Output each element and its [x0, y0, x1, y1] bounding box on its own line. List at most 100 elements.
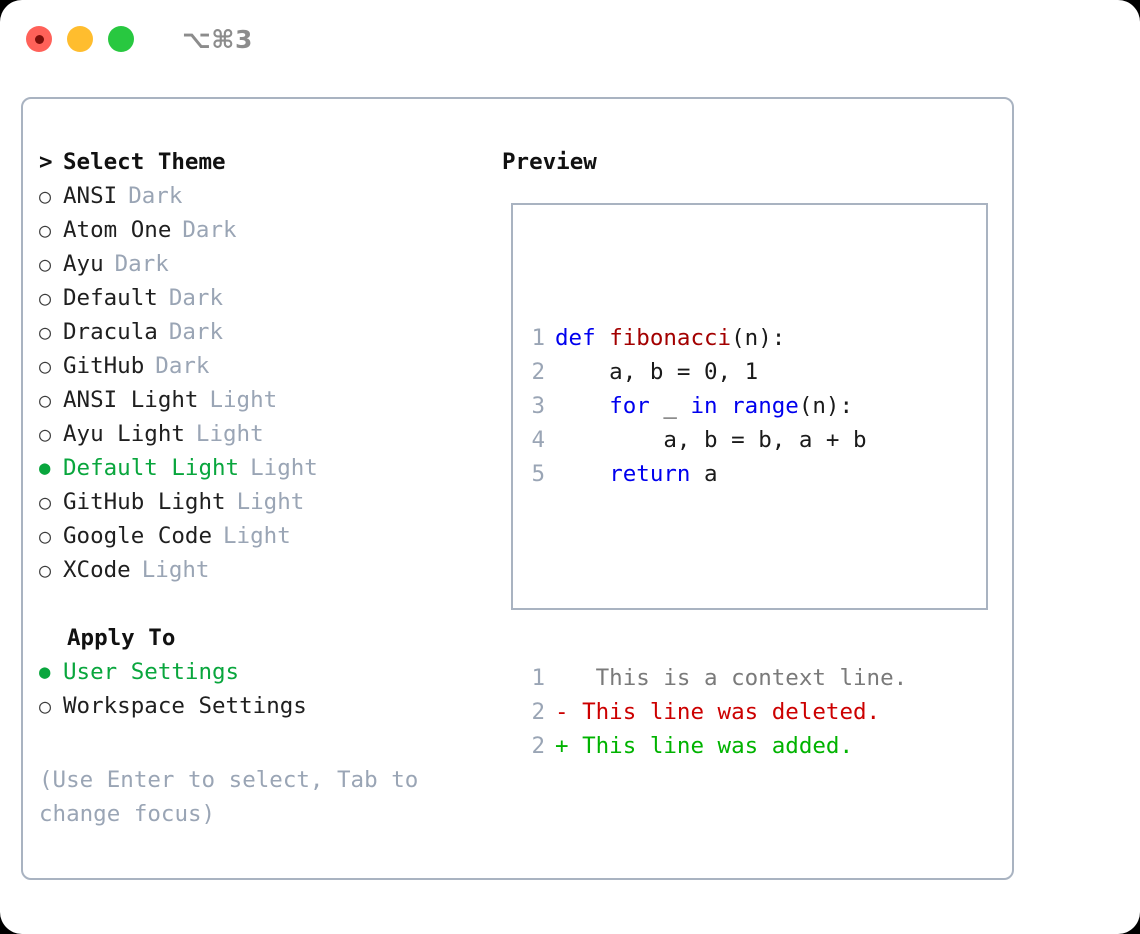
- code-token-kw: in: [690, 393, 718, 419]
- apply-to-header-label: Apply To: [67, 625, 176, 651]
- radio-unselected-icon: ○: [39, 524, 52, 548]
- maximize-button[interactable]: [108, 26, 134, 52]
- code-token-plain: a: [690, 461, 718, 487]
- theme-list-item[interactable]: ● Default Light Light: [39, 451, 489, 485]
- diff-line: 1 This is a context line.: [521, 661, 994, 695]
- apply-to-label: User Settings: [63, 659, 240, 685]
- theme-variant-tag: Light: [236, 489, 305, 515]
- theme-name-label: GitHub Light: [63, 489, 226, 515]
- apply-to-header: Apply To: [39, 621, 489, 655]
- code-token-plain: [555, 393, 609, 419]
- line-number: 1: [531, 325, 545, 351]
- preview-section: Preview: [502, 145, 992, 179]
- theme-name-label: ANSI Light: [63, 387, 199, 413]
- diff-line: 2- This line was deleted.: [521, 695, 994, 729]
- caret-icon: >: [39, 149, 53, 175]
- radio-selected-icon: ●: [39, 457, 51, 479]
- traffic-lights: [26, 26, 134, 52]
- diff-line: 2 + This line was added.: [521, 729, 994, 763]
- radio-unselected-icon: ○: [39, 388, 52, 412]
- theme-picker-header-label: Select Theme: [63, 149, 226, 175]
- theme-variant-tag: Dark: [168, 319, 224, 345]
- theme-variant-tag: Light: [141, 557, 210, 583]
- diff-text: This is a context line.: [568, 665, 908, 691]
- line-number: 5: [531, 461, 545, 487]
- apply-to-item[interactable]: ○ Workspace Settings: [39, 689, 489, 723]
- diff-marker: -: [555, 699, 569, 725]
- theme-name-label: ANSI: [63, 183, 118, 209]
- apply-to-list: ●User Settings ○ Workspace Settings: [39, 655, 489, 723]
- radio-unselected-icon: ○: [39, 694, 52, 718]
- theme-variant-tag: Dark: [114, 251, 169, 277]
- code-line: 4 a, b = b, a + b: [521, 423, 994, 457]
- theme-list-item[interactable]: ○ ANSI Dark: [39, 179, 489, 213]
- line-number: 2: [531, 733, 545, 759]
- diff-marker: [555, 661, 569, 695]
- code-text: for _ in range(n):: [555, 389, 853, 423]
- code-token-plain: _: [649, 393, 691, 419]
- diff-marker: +: [555, 733, 569, 759]
- code-token-plain: [555, 461, 609, 487]
- code-token-plain: [718, 393, 732, 419]
- theme-list-item[interactable]: ○ Dracula Dark: [39, 315, 489, 349]
- theme-name-label: Default: [63, 285, 158, 311]
- line-number: 1: [531, 665, 545, 691]
- code-line: 1 def fibonacci(n):: [521, 321, 994, 355]
- code-line: 2 a, b = 0, 1: [521, 355, 994, 389]
- radio-unselected-icon: ○: [39, 184, 52, 208]
- radio-unselected-icon: ○: [39, 320, 52, 344]
- theme-list-item[interactable]: ○ Ayu Dark: [39, 247, 489, 281]
- theme-list-item[interactable]: ○ GitHub Light Light: [39, 485, 489, 519]
- close-button[interactable]: [26, 26, 52, 52]
- code-token-fn: fibonacci: [609, 325, 732, 351]
- theme-variant-tag: Light: [250, 455, 318, 481]
- code-token-kw: def: [555, 325, 610, 351]
- theme-list-item[interactable]: ○ ANSI Light Light: [39, 383, 489, 417]
- recording-indicator-icon: [34, 34, 44, 44]
- diff-text: This line was added.: [568, 733, 854, 759]
- theme-name-label: Default Light: [63, 455, 240, 481]
- section-spacer: [39, 587, 489, 621]
- radio-unselected-icon: ○: [39, 354, 52, 378]
- code-token-plain: (n):: [731, 325, 786, 351]
- code-text: def fibonacci(n):: [555, 321, 785, 355]
- theme-variant-tag: Light: [209, 387, 278, 413]
- window-title: ⌥⌘3: [182, 24, 253, 54]
- radio-unselected-icon: ○: [39, 252, 52, 276]
- keyboard-hint: (Use Enter to select, Tab to change focu…: [39, 767, 432, 827]
- minimize-button[interactable]: [67, 26, 93, 52]
- code-text: return a: [555, 457, 718, 491]
- theme-name-label: GitHub: [63, 353, 145, 379]
- code-token-plain: a, b = b, a + b: [555, 427, 867, 453]
- theme-variant-tag: Dark: [128, 183, 183, 209]
- title-bar: ⌥⌘3: [0, 0, 1140, 78]
- apply-to-item[interactable]: ●User Settings: [39, 655, 489, 689]
- line-number: 4: [531, 427, 545, 453]
- theme-name-label: Ayu Light: [63, 421, 185, 447]
- diff-text: This line was deleted.: [568, 699, 881, 725]
- theme-variant-tag: Light: [223, 523, 291, 549]
- theme-name-label: Dracula: [63, 319, 158, 345]
- theme-name-label: Atom One: [63, 217, 172, 243]
- line-number: 2: [531, 359, 545, 385]
- theme-name-label: Ayu: [63, 251, 104, 277]
- radio-unselected-icon: ○: [39, 218, 52, 242]
- preview-title: Preview: [502, 149, 597, 175]
- code-blank-line: [521, 559, 994, 593]
- line-number: 3: [531, 393, 545, 419]
- apply-to-label: Workspace Settings: [63, 693, 307, 719]
- code-token-kw: return: [609, 461, 691, 487]
- radio-unselected-icon: ○: [39, 490, 52, 514]
- code-token-kw: range: [731, 393, 799, 419]
- code-line: 3 for _ in range(n):: [521, 389, 994, 423]
